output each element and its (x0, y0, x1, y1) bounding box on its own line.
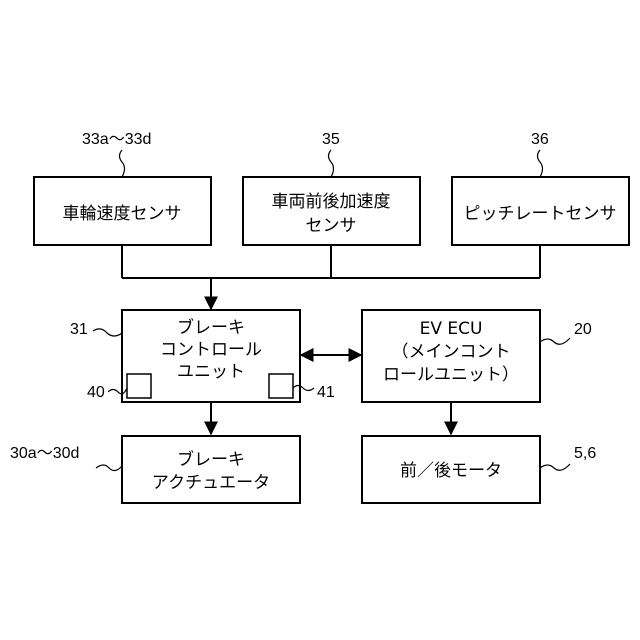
leader-wheel-speed-sensor (120, 150, 125, 177)
accel-sensor-label-line1: 車両前後加速度 (272, 192, 391, 212)
motor-block: 前／後モータ (362, 436, 540, 503)
sub-part-left (127, 374, 151, 398)
pitch-rate-sensor-label: ピッチレートセンサ (464, 204, 617, 224)
accel-sensor-label-line2: センサ (306, 216, 357, 236)
ev-ecu-label-line2: （メインコント (392, 342, 511, 362)
ev-ecu-block: EV ECU （メインコント ロールユニット） (362, 310, 540, 402)
ref-pitch-rate-sensor: 36 (531, 131, 549, 148)
leader-accel-sensor (329, 150, 334, 177)
pitch-rate-sensor-block: ピッチレートセンサ (452, 177, 629, 245)
leader-pitch-rate-sensor (538, 150, 543, 177)
ref-brake-control-unit: 31 (70, 321, 88, 338)
sensor-bus (122, 245, 540, 309)
ref-motor: 5,6 (574, 445, 596, 462)
brake-control-unit-block: ブレーキ コントロール ユニット (122, 310, 300, 402)
ref-ev-ecu: 20 (574, 321, 592, 338)
wheel-speed-sensor-label: 車輪速度センサ (63, 204, 182, 224)
accel-sensor-block: 車両前後加速度 センサ (243, 177, 420, 245)
brake-actuator-label-line2: アクチュエータ (152, 473, 270, 493)
ref-sub-part-right: 41 (317, 384, 335, 401)
ref-brake-actuator: 30a～30d (10, 445, 79, 462)
leader-brake-actuator (96, 465, 122, 471)
leader-brake-control-unit (93, 329, 122, 336)
brake-control-unit-label-line2: コントロール (160, 340, 262, 360)
motor-label: 前／後モータ (400, 461, 502, 481)
brake-actuator-label-line1: ブレーキ (177, 449, 245, 470)
brake-control-unit-label-line3: ユニット (177, 362, 245, 382)
leader-motor (540, 464, 570, 470)
brake-actuator-block: ブレーキ アクチュエータ (122, 436, 300, 503)
ev-ecu-label-line1: EV ECU (420, 319, 483, 339)
ref-wheel-speed-sensor: 33a～33d (82, 131, 151, 148)
ref-accel-sensor: 35 (322, 131, 340, 148)
sub-part-right (269, 374, 293, 398)
brake-control-unit-label-line1: ブレーキ (177, 317, 245, 338)
wheel-speed-sensor-block: 車輪速度センサ (34, 177, 211, 245)
leader-ev-ecu (540, 338, 570, 344)
ref-sub-part-left: 40 (87, 384, 105, 401)
ev-ecu-label-line3: ロールユニット） (383, 365, 519, 385)
